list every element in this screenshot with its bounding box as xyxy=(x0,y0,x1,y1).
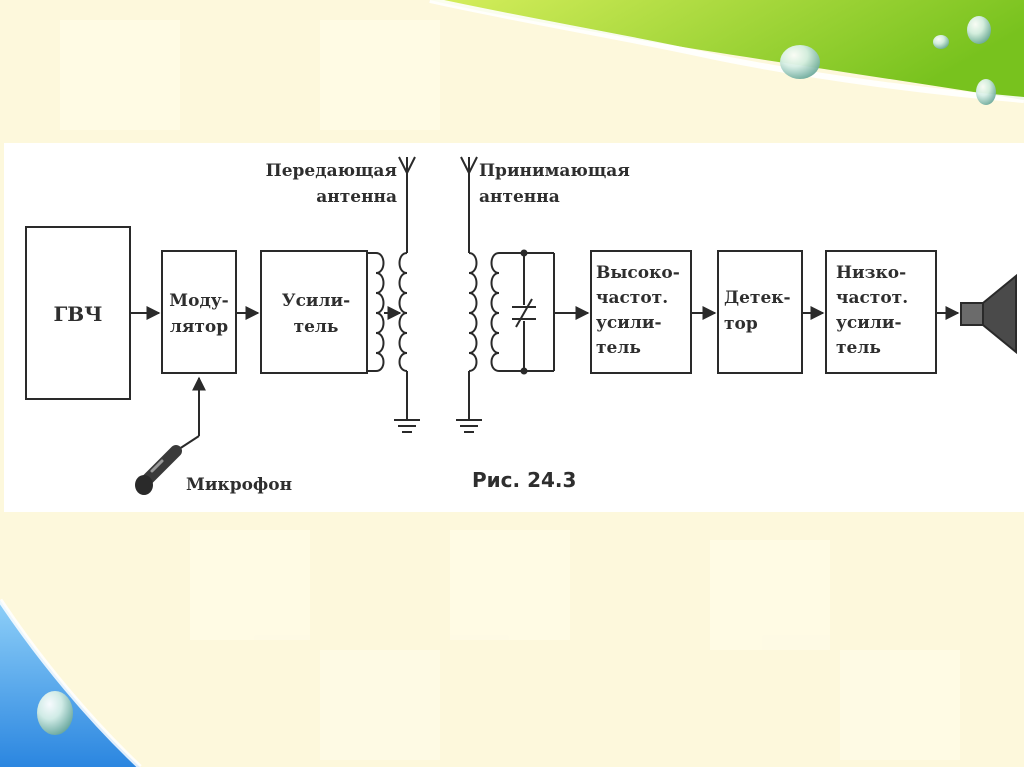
lf-amplifier-label-line4: тель xyxy=(836,338,881,358)
lf-amplifier-block xyxy=(825,250,937,374)
detector-label-line1: Детек- xyxy=(724,288,791,308)
lf-amplifier-label-line2: частот. xyxy=(836,288,908,308)
transmit-antenna-label-line2: антенна xyxy=(316,187,397,207)
water-drop-icon xyxy=(37,691,73,735)
hf-amplifier-label-line2: частот. xyxy=(596,288,668,308)
modulator-label-line2: лятор xyxy=(170,317,228,337)
microphone-label: Микрофон xyxy=(186,475,292,495)
green-wave-decoration xyxy=(430,0,1024,100)
amplifier-output-coil xyxy=(367,252,385,372)
lf-amplifier-label-line3: усили- xyxy=(836,313,902,333)
radio-block-diagram: ГВЧ Моду- лятор Усили- тель Передающая а… xyxy=(25,156,1017,495)
blue-wave-decoration xyxy=(0,600,140,767)
modulator-label-line1: Моду- xyxy=(169,291,228,311)
receive-antenna-label-line2: антенна xyxy=(479,187,560,207)
figure-caption: Рис. 24.3 xyxy=(472,468,576,492)
gvch-block xyxy=(25,226,131,400)
speaker-icon xyxy=(960,273,1017,355)
water-drop-icon xyxy=(976,79,996,105)
hf-amplifier-label-line1: Высоко- xyxy=(596,263,680,283)
detector-label-line2: тор xyxy=(724,314,758,334)
amplifier-label-line2: тель xyxy=(294,317,339,337)
detector-block xyxy=(717,250,803,374)
receive-antenna xyxy=(456,156,482,433)
amplifier-label-line1: Усили- xyxy=(282,291,350,311)
microphone-icon xyxy=(135,445,182,495)
hf-amplifier-label-line4: тель xyxy=(596,338,641,358)
lf-amplifier-label-line1: Низко- xyxy=(836,263,906,283)
water-drop-icon xyxy=(967,16,991,44)
receive-antenna-label-line1: Принимающая xyxy=(479,161,630,181)
amplifier-block xyxy=(260,250,368,374)
receiver-lc-circuit xyxy=(490,249,555,375)
water-drop-icon xyxy=(780,45,820,79)
diagram-panel: ГВЧ Моду- лятор Усили- тель Передающая а… xyxy=(4,143,1024,512)
gvch-label: ГВЧ xyxy=(54,302,103,326)
hf-amplifier-label-line3: усили- xyxy=(596,313,662,333)
modulator-block xyxy=(161,250,237,374)
transmit-antenna-label-line1: Передающая xyxy=(266,161,397,181)
transmit-antenna xyxy=(394,156,420,433)
water-drop-icon xyxy=(933,35,949,49)
